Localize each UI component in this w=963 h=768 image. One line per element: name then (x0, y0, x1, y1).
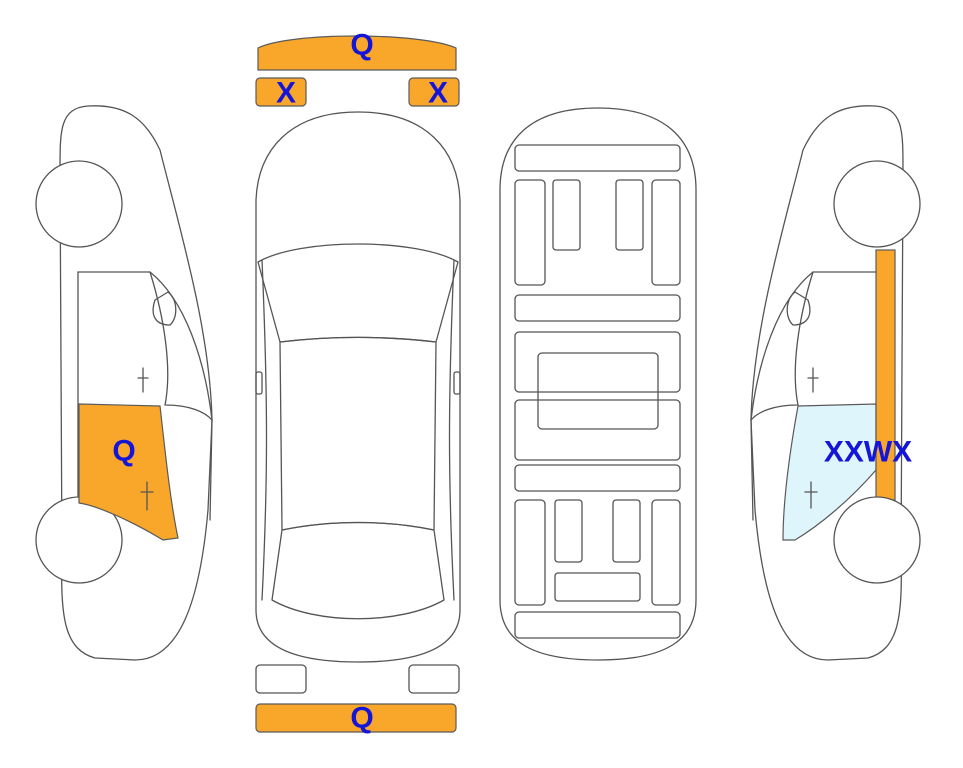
left-side-windshield (149, 271, 213, 421)
underbody-panel-rear (514, 611, 681, 639)
left-side-front-handle (140, 481, 154, 511)
top-right-sill (448, 259, 455, 601)
underbody-panel-fcl (552, 179, 581, 251)
underbody-outline (499, 107, 697, 661)
underbody-panel-crossbar-1 (514, 294, 681, 322)
underbody-panel-fl (514, 179, 546, 286)
right-front-door-code: XXWX (824, 436, 912, 469)
right-side-windshield (750, 271, 814, 421)
underbody-view (499, 107, 697, 661)
left-front-door-code: Q (112, 435, 135, 468)
front-bumper-damage (257, 35, 457, 71)
front-bumper-code: Q (350, 29, 373, 62)
rear-bumper-code: Q (350, 702, 373, 735)
top-view: Q X X Q (255, 29, 461, 735)
underbody-panel-rear-center (554, 572, 641, 602)
top-right-mirror (453, 371, 461, 395)
underbody-panel-mid-upper (514, 331, 681, 393)
top-left-sill (261, 259, 268, 601)
right-rear-wheel (833, 496, 921, 584)
right-side-view: XXWX (750, 105, 921, 661)
underbody-panel-mid-lower (514, 399, 681, 461)
left-side-roofline (77, 271, 213, 521)
top-left-mirror (255, 371, 263, 395)
rear-bumper-damage (255, 703, 457, 733)
underbody-panel-rr (651, 499, 681, 606)
underbody-panel-fcr (615, 179, 644, 251)
underbody-panel-fr (651, 179, 681, 286)
top-rear-window (271, 521, 445, 620)
headlight-right-damage (408, 77, 460, 107)
right-side-mirror (786, 291, 811, 326)
right-side-roofline (750, 271, 886, 521)
underbody-panel-front (514, 144, 681, 172)
taillight-left (255, 664, 307, 694)
underbody-panel-rcl (554, 499, 583, 563)
left-side-mirror (152, 291, 177, 326)
left-front-door-damage (78, 403, 179, 541)
taillight-right (408, 664, 460, 694)
headlight-right-code: X (428, 77, 448, 110)
left-side-view: Q (35, 105, 213, 661)
headlight-left-damage (255, 77, 307, 107)
underbody-panel-rl (514, 499, 546, 606)
right-front-door-glass (782, 403, 877, 541)
underbody-panel-center (537, 352, 659, 430)
top-body (255, 111, 461, 663)
right-front-wheel (833, 160, 921, 248)
headlight-left-code: X (276, 77, 296, 110)
underbody-panel-rcr (612, 499, 641, 563)
left-side-rear-handle (137, 367, 149, 393)
left-front-wheel (35, 160, 123, 248)
underbody-panel-crossbar-2 (514, 464, 681, 492)
right-side-handle-lower (804, 481, 818, 509)
right-side-handle-upper (807, 367, 819, 393)
